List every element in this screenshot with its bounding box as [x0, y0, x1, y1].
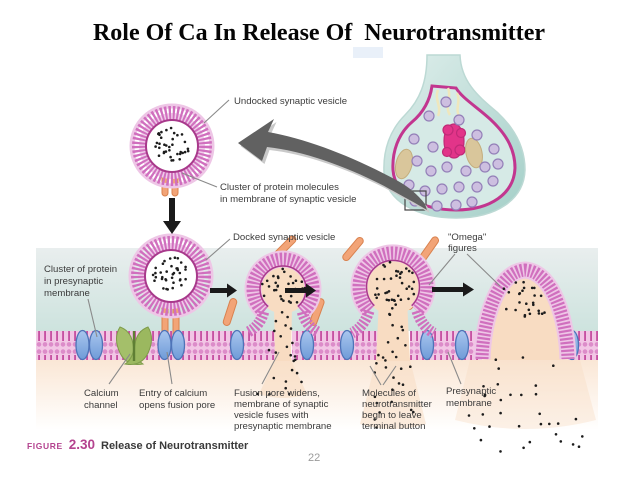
pink-organelle — [441, 123, 467, 159]
label-fusion-pore: presynaptic membrane — [234, 421, 332, 432]
fusing-vesicle-stage2 — [244, 250, 322, 396]
figure-caption: FIGURE 2.30 Release of Neurotransmitter — [27, 437, 248, 452]
release-fan-stage2 — [259, 360, 307, 398]
mitochondria — [394, 137, 483, 180]
label-omega-figures: figures — [448, 243, 477, 254]
diagram-labels: Undocked synaptic vesicle Cluster of pro… — [44, 96, 496, 432]
label-cluster-presynaptic: Cluster of protein — [44, 264, 117, 275]
figure-word: FIGURE — [27, 441, 63, 451]
label-docked-vesicle: Docked synaptic vesicle — [233, 232, 335, 243]
label-fusion-pore: membrane of synaptic — [234, 399, 329, 410]
label-calcium-channel: Calcium — [84, 388, 119, 399]
docked-synaptic-vesicle — [128, 233, 214, 319]
magnification-arrow — [238, 119, 430, 213]
slide-title: Role Of Ca In Release Of Neurotransmitte… — [92, 20, 546, 46]
presynaptic-protein-clusters — [75, 329, 580, 361]
label-molecules: Molecules of — [362, 388, 416, 399]
figure-number: 2.30 — [68, 437, 95, 452]
faint-highlight-patch — [353, 47, 383, 58]
label-presynaptic-membrane: Presynaptic — [446, 386, 496, 397]
page-number: 22 — [308, 452, 321, 464]
undocked-synaptic-vesicle — [129, 103, 215, 189]
inset-selection-box — [404, 190, 427, 211]
label-undocked-vesicle: Undocked synaptic vesicle — [234, 96, 347, 107]
label-entry-calcium: Entry of calcium — [139, 388, 207, 399]
release-fan-stage4 — [455, 360, 596, 429]
label-cluster-vesicle-protein: in membrane of synaptic vesicle — [220, 194, 357, 205]
fusion-pore-stage3 — [376, 300, 410, 361]
synaptic-vesicles-in-terminal — [403, 96, 504, 212]
label-omega-figures: "Omega" — [448, 232, 486, 243]
label-cluster-presynaptic: membrane — [44, 288, 90, 299]
fusing-vesicle-stage3 — [349, 244, 437, 429]
label-entry-calcium: opens fusion pore — [139, 400, 215, 411]
label-calcium-channel: channel — [84, 400, 118, 411]
label-fusion-pore: vesicle fuses with — [234, 410, 309, 421]
calcium-channel — [116, 326, 152, 365]
extracellular-peach-background — [36, 358, 598, 430]
label-presynaptic-membrane: membrane — [446, 398, 492, 409]
figure-caption-text: Release of Neurotransmitter — [101, 440, 249, 452]
label-cluster-vesicle-protein: Cluster of protein molecules — [220, 182, 339, 193]
label-fusion-pore: Fusion pore widens, — [234, 388, 320, 399]
label-cluster-presynaptic: in presynaptic — [44, 276, 103, 287]
label-leader-lines — [87, 99, 501, 386]
terminal-button-illustration — [347, 54, 526, 219]
label-molecules: begin to leave — [362, 410, 422, 421]
omega-figure-stage4 — [467, 261, 584, 453]
label-molecules: terminal button — [362, 421, 425, 432]
label-molecules: neurotransmitter — [362, 399, 433, 410]
flow-arrows — [163, 198, 474, 298]
